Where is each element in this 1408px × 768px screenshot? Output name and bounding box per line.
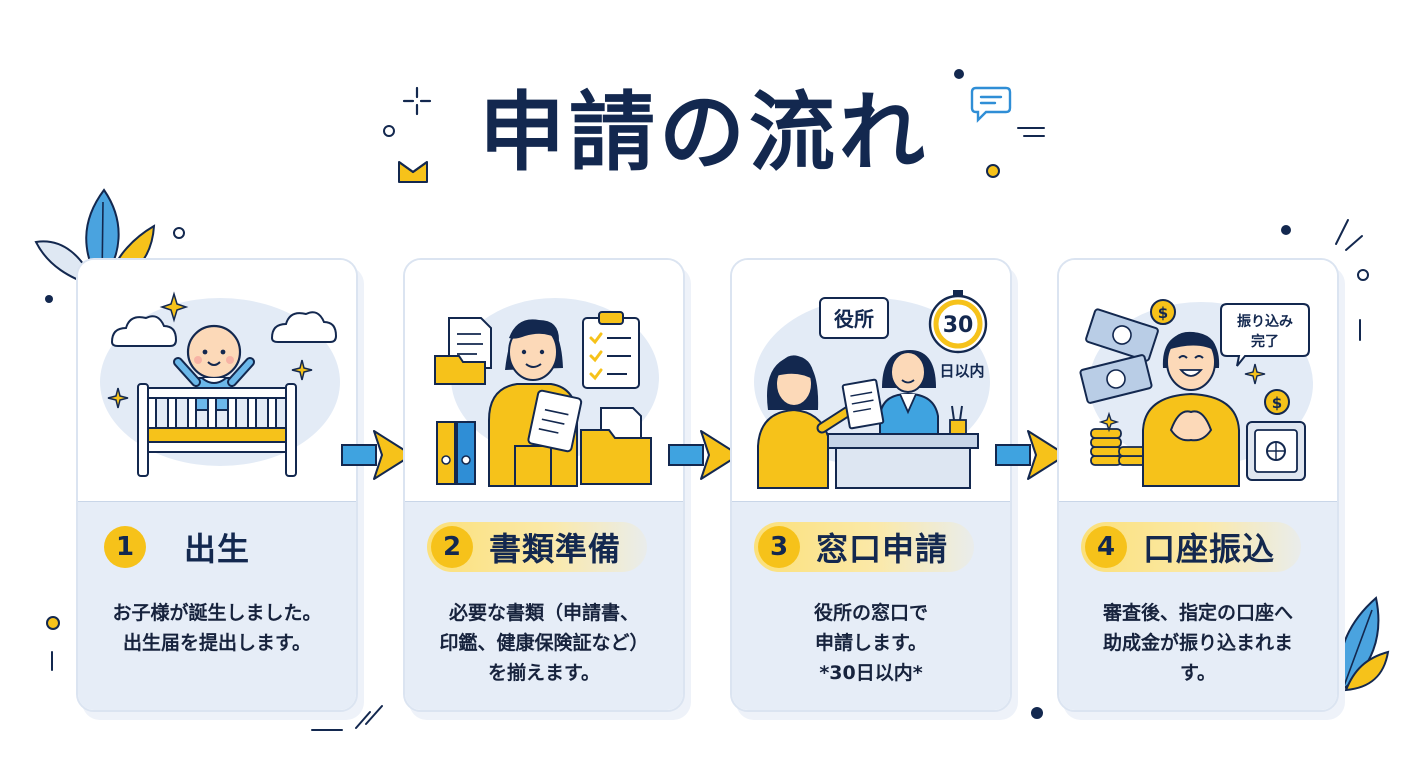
description-line: 申請します。 bbox=[814, 632, 928, 654]
coin-symbol: $ bbox=[1158, 304, 1168, 322]
step-heading: 4 口座振込 bbox=[1081, 522, 1302, 572]
step-card-3: 役所 30 日以内 bbox=[730, 258, 1012, 712]
bubble-line: 完了 bbox=[1251, 333, 1279, 350]
step-title: 書類準備 bbox=[489, 530, 622, 568]
description-line: 助成金が振り込まれま bbox=[1102, 632, 1293, 654]
step-description: 役所の窓口で 申請します。 *30日以内* bbox=[742, 598, 1000, 688]
leaves-icon bbox=[1338, 596, 1390, 692]
page-title: 申請の流れ bbox=[479, 83, 929, 183]
step-number-badge: 1 bbox=[104, 526, 146, 568]
bank-transfer-illustration: $ $ 振り込み 完了 bbox=[1079, 299, 1313, 487]
description-line: を揃えます。 bbox=[487, 662, 601, 684]
timer-number: 30 bbox=[943, 313, 974, 338]
description-line: 出生届を提出します。 bbox=[122, 632, 312, 654]
dot-icon bbox=[1281, 225, 1291, 235]
step-illustration: $ $ 振り込み 完了 bbox=[1059, 260, 1337, 502]
step-number-badge: 2 bbox=[431, 526, 473, 568]
step-number-badge: 4 bbox=[1085, 526, 1127, 568]
document-preparation-illustration bbox=[434, 298, 659, 487]
step-description: お子様が誕生しました。 出生届を提出します。 bbox=[88, 598, 346, 658]
sparkle-cross-icon bbox=[402, 86, 432, 116]
arrow-right-icon bbox=[341, 430, 413, 480]
envelope-icon bbox=[398, 161, 428, 183]
office-sign-label: 役所 bbox=[834, 307, 874, 331]
description-line: 役所の窓口で bbox=[813, 602, 928, 624]
timer-label: 日以内 bbox=[939, 362, 984, 380]
step-description: 審査後、指定の口座へ 助成金が振り込まれま す。 bbox=[1069, 598, 1327, 688]
description-line: 必要な書類（申請書、 bbox=[448, 602, 639, 624]
arrow-right-icon bbox=[668, 430, 740, 480]
dot-icon bbox=[954, 69, 964, 79]
step-title: 窓口申請 bbox=[816, 530, 949, 568]
motion-lines-icon bbox=[1017, 127, 1045, 137]
step-heading: 1 出生 bbox=[100, 522, 250, 572]
description-line: 審査後、指定の口座へ bbox=[1102, 602, 1293, 624]
motion-lines-icon bbox=[1335, 219, 1363, 251]
step-heading: 3 窓口申請 bbox=[754, 522, 975, 572]
motion-lines-icon bbox=[311, 705, 383, 731]
dot-icon bbox=[46, 616, 60, 630]
dot-icon bbox=[383, 125, 395, 137]
step-card-2: 2 書類準備 必要な書類（申請書、 印鑑、健康保険証など） を揃えます。 bbox=[403, 258, 685, 712]
step-illustration bbox=[405, 260, 683, 502]
step-card-4: $ $ 振り込み 完了 bbox=[1057, 258, 1339, 712]
arrow-right-icon bbox=[995, 430, 1067, 480]
step-card-1: 1 出生 お子様が誕生しました。 出生届を提出します。 bbox=[76, 258, 358, 712]
bubble-line: 振り込み bbox=[1237, 313, 1293, 330]
dot-icon bbox=[45, 295, 53, 303]
dot-icon bbox=[986, 164, 1000, 178]
baby-in-crib-illustration bbox=[100, 291, 340, 477]
dot-icon bbox=[1031, 707, 1043, 719]
description-line: お子様が誕生しました。 bbox=[112, 602, 322, 624]
description-line: 印鑑、健康保険証など） bbox=[439, 632, 649, 654]
step-title: 口座振込 bbox=[1143, 530, 1276, 568]
step-description: 必要な書類（申請書、 印鑑、健康保険証など） を揃えます。 bbox=[415, 598, 673, 688]
description-line: *30日以内* bbox=[819, 662, 923, 684]
dot-icon bbox=[1357, 269, 1369, 281]
line-icon bbox=[1359, 319, 1361, 341]
office-counter-illustration: 役所 30 日以内 bbox=[754, 290, 990, 489]
coin-symbol: $ bbox=[1272, 394, 1282, 412]
chat-bubble-icon bbox=[970, 86, 1012, 123]
step-title: 出生 bbox=[184, 530, 251, 568]
step-illustration: 役所 30 日以内 bbox=[732, 260, 1010, 502]
description-line: す。 bbox=[1179, 662, 1217, 684]
step-number-badge: 3 bbox=[758, 526, 800, 568]
line-icon bbox=[51, 651, 53, 671]
dot-icon bbox=[173, 227, 185, 239]
step-heading: 2 書類準備 bbox=[427, 522, 648, 572]
step-illustration bbox=[78, 260, 356, 502]
